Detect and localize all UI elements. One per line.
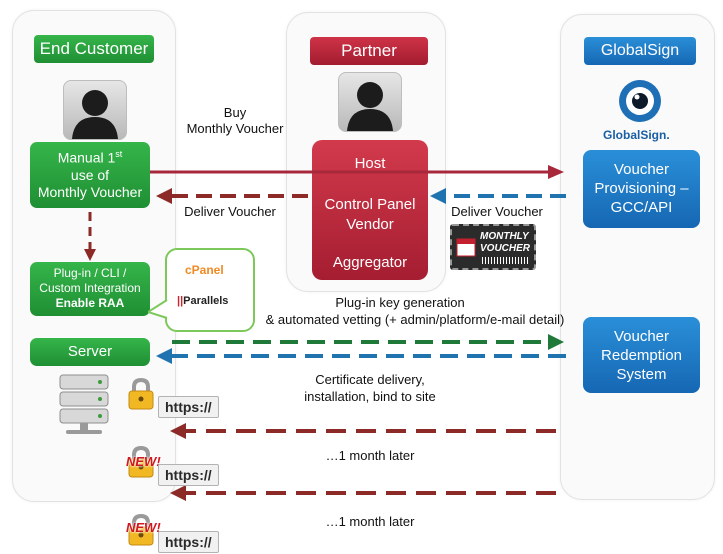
voucher-provisioning-box: Voucher Provisioning – GCC/API: [583, 150, 700, 228]
plugin-box: Plug-in / CLI / Custom Integration Enabl…: [30, 262, 150, 316]
manual-first-use-line3: Monthly Voucher: [37, 183, 143, 200]
control-panel-logos-callout: cPanel ||Parallels: [165, 248, 255, 332]
month-later-label-2: …1 month later: [325, 514, 415, 529]
voucher-barcode: [482, 257, 528, 264]
manual-first-use-box: Manual 1st use of Monthly Voucher: [30, 142, 150, 208]
aggregator-label: Aggregator: [332, 254, 408, 271]
manual-first-use-line2: use of: [70, 166, 110, 183]
partner-avatar: [338, 72, 402, 132]
padlock-icon: [128, 446, 154, 478]
parallels-bars-icon: ||: [177, 295, 184, 307]
redemption-line1: Voucher: [613, 328, 670, 345]
server-box: Server: [30, 338, 150, 366]
https-bar-1: https://: [158, 396, 219, 418]
callout-pointer: [148, 300, 168, 319]
renewal-arrow-1-head: [170, 423, 186, 439]
voucher-label-1: MONTHLY: [480, 231, 529, 242]
month-later-label-1: …1 month later: [325, 448, 415, 463]
cert-delivery-label-2: installation, bind to site: [304, 389, 436, 404]
control-panel-label-2: Vendor: [346, 216, 394, 233]
monthly-voucher-ticket: MONTHLY VOUCHER: [450, 224, 536, 270]
calendar-icon: [456, 238, 476, 257]
https-bar-2: https://: [158, 464, 219, 486]
deliver-left-arrowhead: [156, 188, 172, 204]
voucher-label-2: VOUCHER: [480, 243, 531, 254]
provisioning-line3: GCC/API: [610, 199, 673, 216]
plugin-line3: Enable RAA: [55, 296, 125, 310]
voucher-redemption-box: Voucher Redemption System: [583, 317, 700, 393]
new-badge: NEW!: [126, 520, 161, 535]
keygen-label-2: & automated vetting (+ admin/platform/e-…: [265, 312, 565, 327]
manual-label: Manual 1: [57, 149, 116, 166]
keygen-label-1: Plug-in key generation: [335, 295, 465, 310]
person-icon: [72, 90, 118, 139]
padlock-icon: [128, 514, 154, 546]
deliver-voucher-left-label: Deliver Voucher: [184, 204, 276, 219]
cpanel-logo: cPanel: [185, 263, 224, 277]
deliver-right-arrowhead: [430, 188, 446, 204]
globalsign-eye-logo-icon: [619, 80, 661, 122]
padlock-icon: [128, 378, 154, 410]
deliver-voucher-right-label: Deliver Voucher: [451, 204, 543, 219]
end-customer-avatar: [63, 80, 127, 140]
provisioning-line1: Voucher: [613, 161, 670, 178]
manual-to-plugin-arrowhead: [84, 249, 96, 261]
partner-title: Partner: [310, 37, 428, 65]
redemption-line3: System: [616, 366, 667, 383]
buy-label-1: Buy: [223, 105, 247, 120]
provisioning-line2: Provisioning –: [594, 180, 689, 197]
renewal-arrow-2-head: [170, 485, 186, 501]
https-bar-3: https://: [158, 531, 219, 553]
buy-label-2: Monthly Voucher: [186, 121, 284, 136]
plugin-line2: Custom Integration: [39, 281, 141, 295]
keygen-arrowhead: [548, 334, 564, 350]
server-rack-icon: [59, 374, 109, 434]
buy-arrowhead: [548, 165, 564, 179]
person-icon: [347, 82, 393, 131]
control-panel-label-1: Control Panel: [324, 196, 416, 213]
host-label: Host: [354, 155, 386, 172]
globalsign-logo-text: GlobalSign.: [603, 128, 670, 142]
globalsign-title: GlobalSign: [584, 37, 696, 65]
cert-delivery-label-1: Certificate delivery,: [315, 372, 425, 387]
new-badge: NEW!: [126, 454, 161, 469]
cert-return-arrowhead: [156, 348, 172, 364]
manual-first-use-line1: Manual 1st: [30, 146, 150, 167]
redemption-line2: Redemption: [601, 347, 682, 364]
plugin-line1: Plug-in / CLI /: [53, 266, 127, 280]
parallels-label: Parallels: [183, 295, 229, 307]
ordinal-suffix: st: [115, 149, 123, 159]
globalsign-logo-word: GlobalSign: [603, 128, 667, 142]
end-customer-title: End Customer: [34, 35, 154, 63]
partner-role-box: Host Control Panel Vendor Aggregator: [312, 140, 428, 280]
parallels-logo: ||Parallels: [177, 295, 228, 307]
globalsign-logo-dot: .: [666, 128, 670, 142]
